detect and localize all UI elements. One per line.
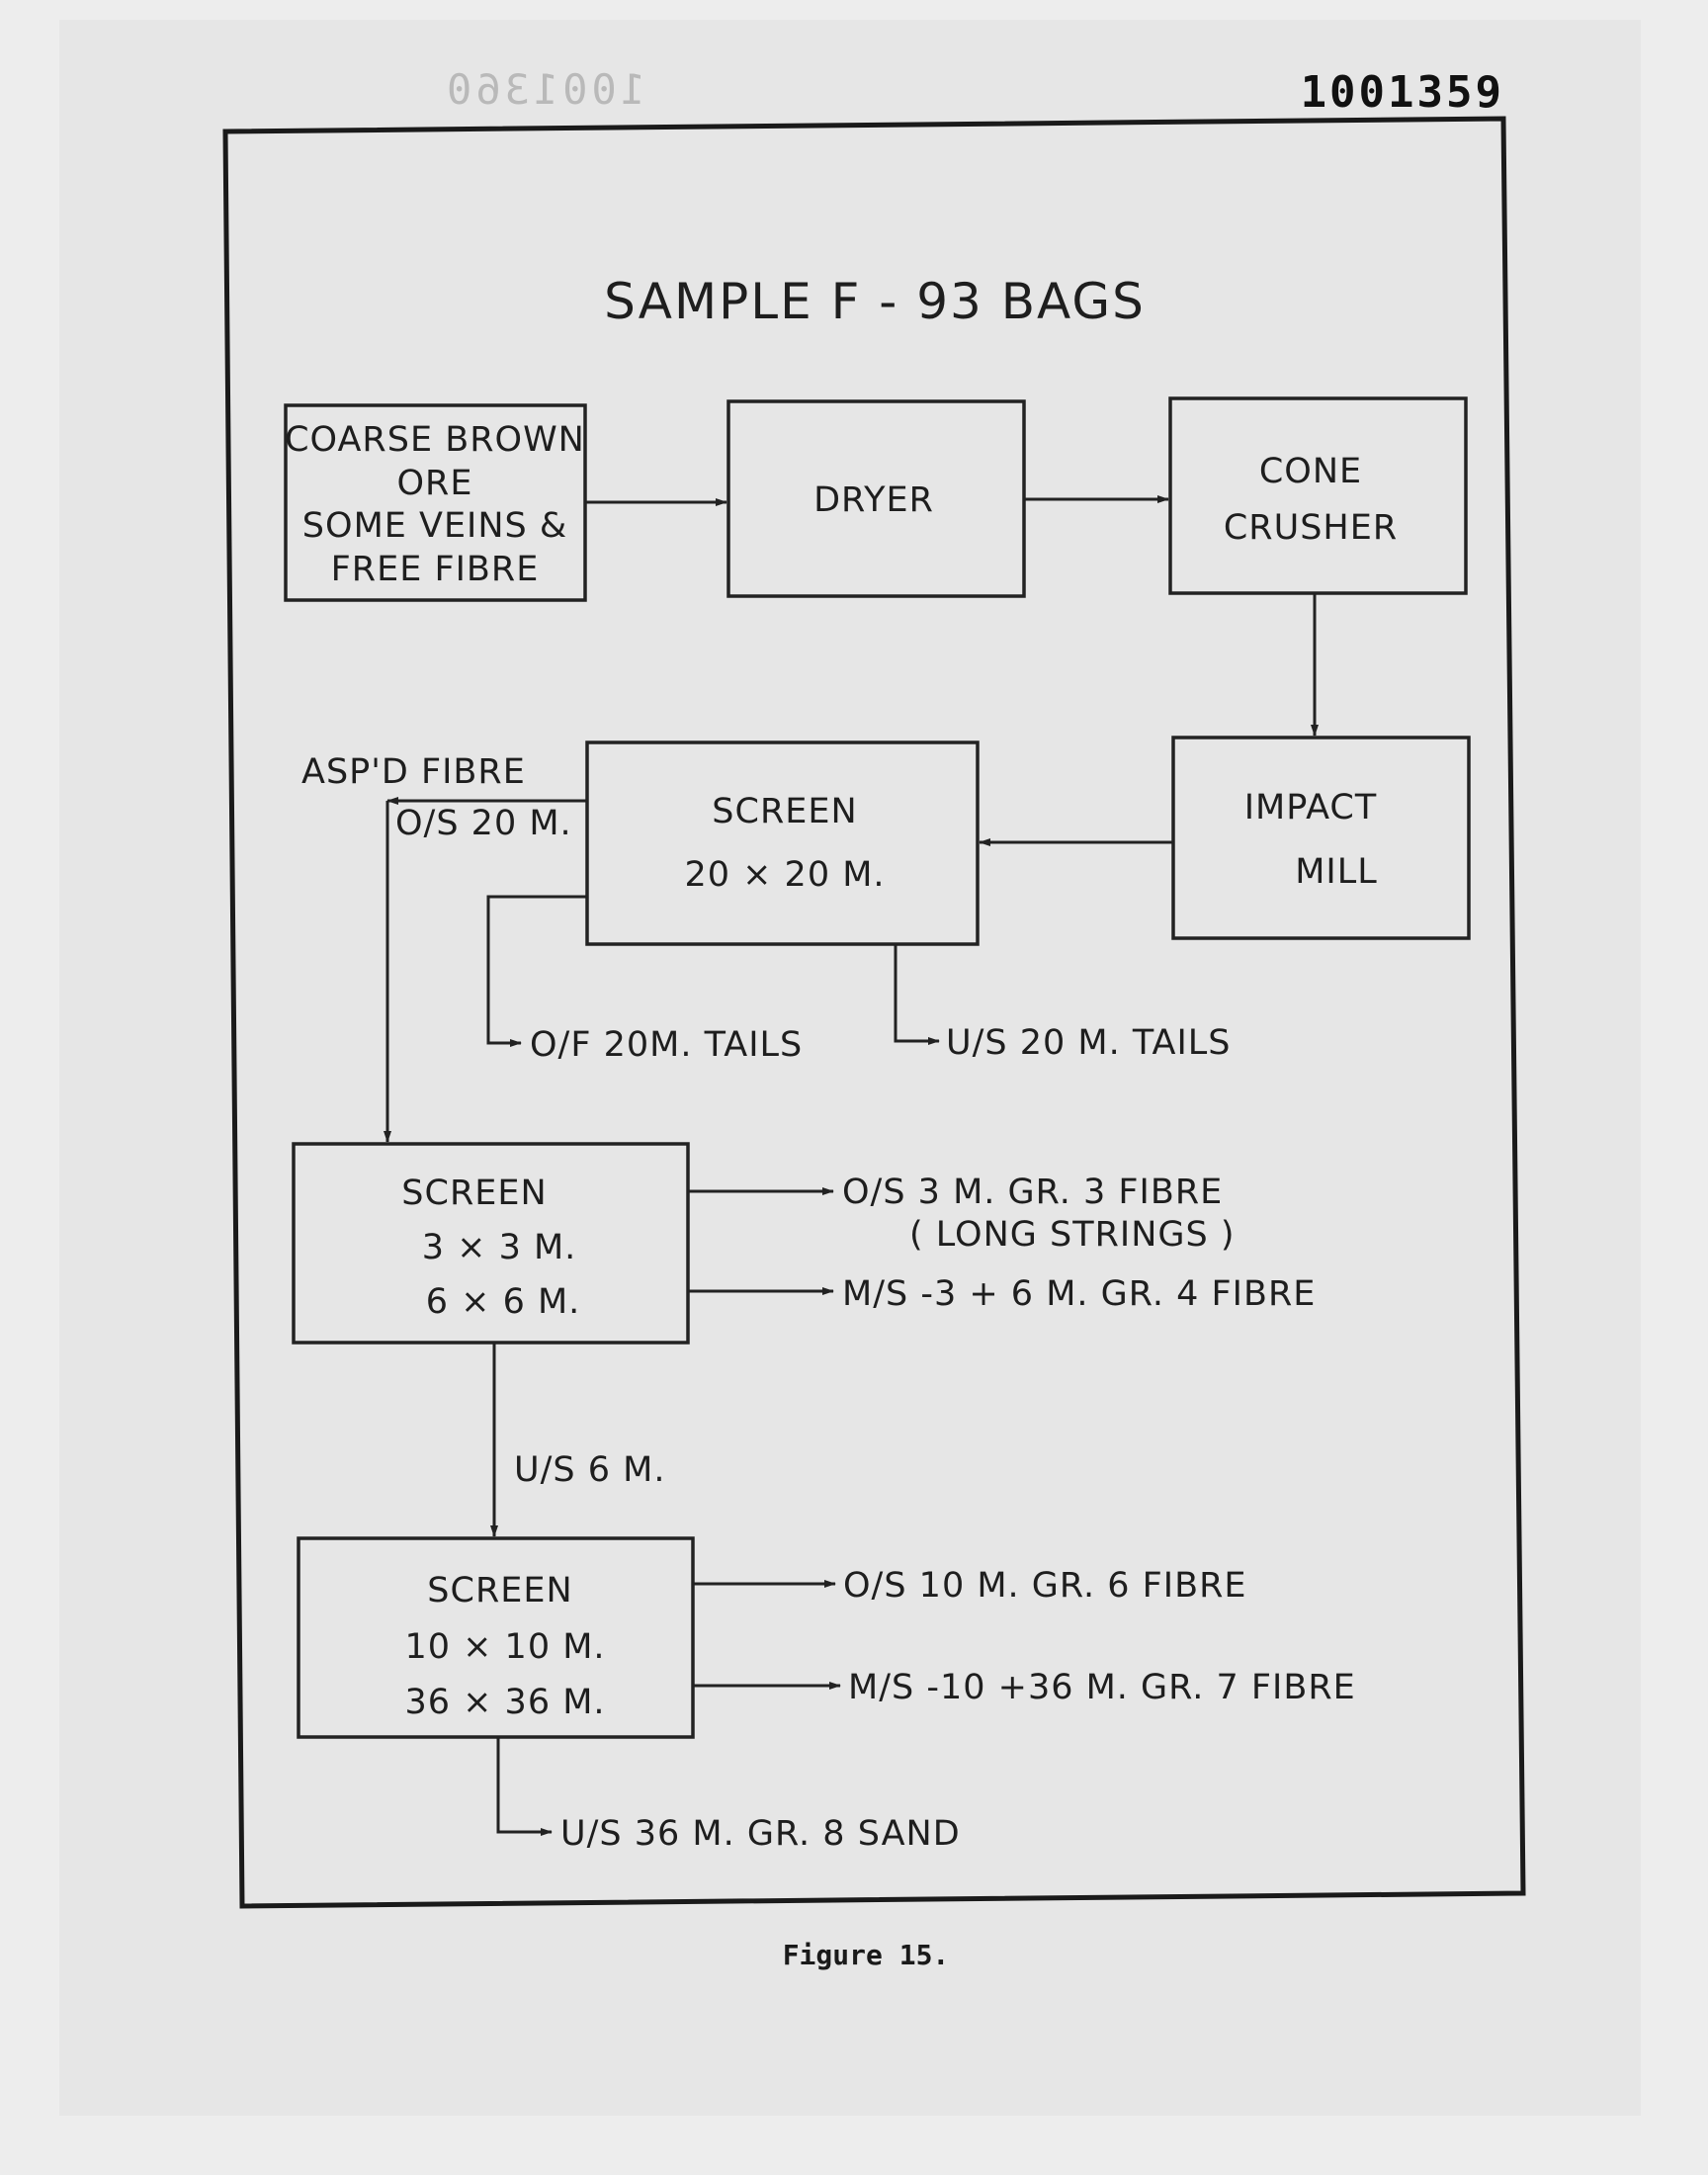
dryer-box: DRYER <box>726 399 1026 598</box>
impact-mill-line-1: IMPACT <box>1244 788 1378 827</box>
os-3-label: O/S 3 M. GR. 3 FIBRE <box>842 1173 1223 1212</box>
ore-line-4: FREE FIBRE <box>331 550 540 589</box>
cone-crusher-line-1: CONE <box>1259 452 1362 491</box>
impact-mill-box: IMPACT MILL <box>1171 736 1471 940</box>
ms-10-36-label: M/S -10 +36 M. GR. 7 FIBRE <box>848 1668 1356 1707</box>
ore-line-3: SOME VEINS & <box>302 506 567 546</box>
figure-caption: Figure 15. <box>783 1939 950 1971</box>
us-6-label: U/S 6 M. <box>514 1450 665 1490</box>
aspd-fibre-label: ASP'D FIBRE <box>301 752 526 792</box>
screen-10-36-box: SCREEN 10 × 10 M. 36 × 36 M. <box>297 1536 695 1739</box>
of-20-tails-label: O/F 20M. TAILS <box>530 1025 803 1065</box>
impact-mill-line-2: MILL <box>1295 852 1378 892</box>
dryer-label: DRYER <box>813 480 934 520</box>
screen-20-box: SCREEN 20 × 20 M. <box>585 740 980 946</box>
diagram-frame <box>222 116 1526 1909</box>
os-20-label: O/S 20 M. <box>395 804 572 843</box>
ore-line-2: ORE <box>397 464 473 503</box>
document-number: 1001359 <box>1301 67 1504 118</box>
us-20-tails-label: U/S 20 M. TAILS <box>946 1023 1232 1063</box>
screen-3-6-line-2: 3 × 3 M. <box>422 1228 577 1267</box>
screen-10-36-line-3: 36 × 36 M. <box>404 1683 605 1722</box>
screen-3-6-box: SCREEN 3 × 3 M. 6 × 6 M. <box>292 1142 690 1345</box>
screen-10-36-line-2: 10 × 10 M. <box>404 1627 605 1667</box>
screen-3-6-line-1: SCREEN <box>401 1174 547 1213</box>
arrow-us-36 <box>496 1737 553 1836</box>
screen-3-6-line-3: 6 × 6 M. <box>426 1282 581 1322</box>
cone-crusher-box: CONE CRUSHER <box>1168 396 1468 595</box>
arrow-us-20-tails <box>894 944 940 1045</box>
ore-box: COARSE BROWN ORE SOME VEINS & FREE FIBRE <box>284 403 587 602</box>
document-page <box>59 20 1641 2116</box>
cone-crusher-line-2: CRUSHER <box>1224 508 1398 548</box>
ore-line-1: COARSE BROWN <box>285 420 585 460</box>
long-strings-label: ( LONG STRINGS ) <box>909 1215 1236 1255</box>
arrow-of-20-tails <box>486 895 587 1047</box>
screen-10-36-line-1: SCREEN <box>427 1571 572 1610</box>
diagram-title: SAMPLE F - 93 BAGS <box>604 273 1146 330</box>
os-10-label: O/S 10 M. GR. 6 FIBRE <box>843 1566 1247 1606</box>
mirrored-document-number: 1001360 <box>443 65 645 114</box>
screen-20-line-2: 20 × 20 M. <box>684 855 885 895</box>
us-36-label: U/S 36 M. GR. 8 SAND <box>560 1814 961 1854</box>
ms-3-6-label: M/S -3 + 6 M. GR. 4 FIBRE <box>842 1274 1316 1314</box>
screen-20-line-1: SCREEN <box>712 792 857 831</box>
